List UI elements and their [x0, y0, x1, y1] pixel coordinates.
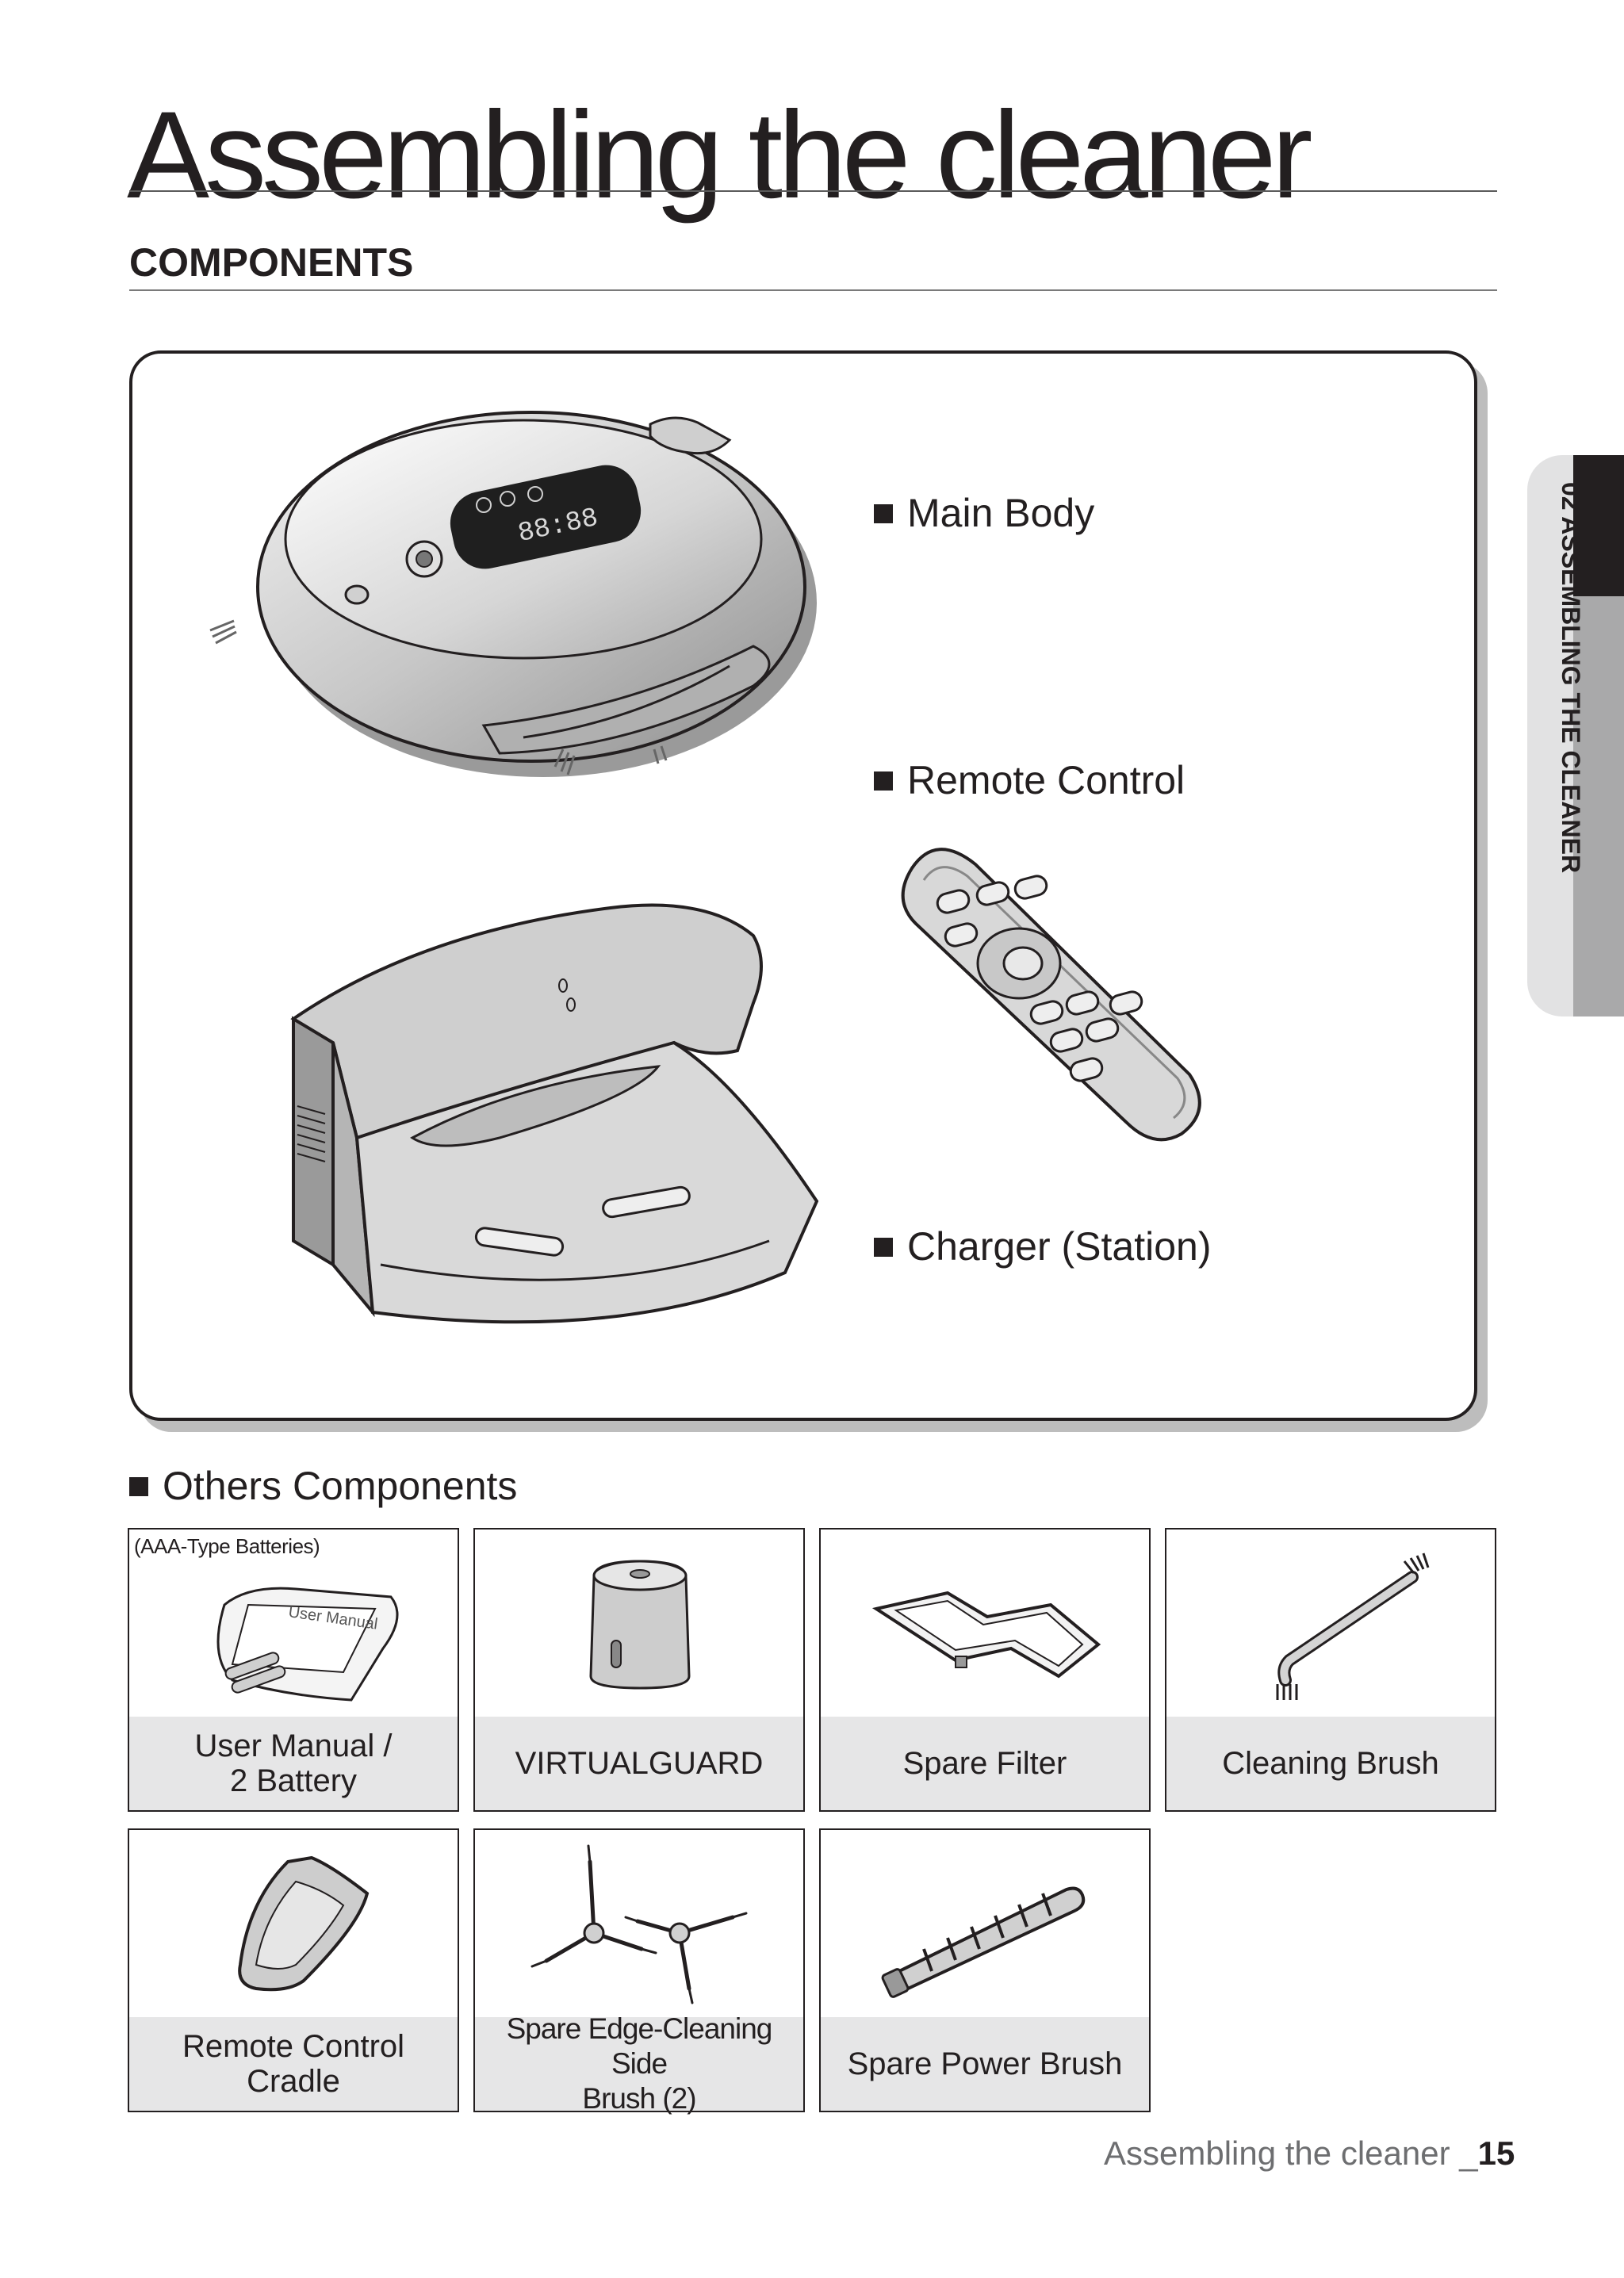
item-spare-power-brush: Spare Power Brush	[819, 1828, 1151, 2112]
item-virtualguard: VIRTUALGUARD	[473, 1528, 805, 1812]
item-spare-filter: Spare Filter	[819, 1528, 1151, 1812]
battery-type-note: (AAA-Type Batteries)	[134, 1534, 320, 1558]
side-brush-bristles	[209, 619, 668, 775]
bullet-icon	[874, 1238, 893, 1257]
section-title: COMPONENTS	[129, 240, 414, 285]
virtualguard-illustration	[589, 1560, 691, 1690]
remote-cradle-illustration	[238, 1855, 370, 1992]
page-title: Assembling the cleaner	[127, 86, 1313, 224]
side-brush-illustration	[530, 1844, 748, 2004]
charger-station-label: Charger (Station)	[874, 1223, 1212, 1269]
main-body-label: Main Body	[874, 490, 1094, 536]
item-remote-control-cradle: Remote Control Cradle	[128, 1828, 459, 2112]
user-manual-illustration: User Manual	[216, 1587, 399, 1702]
remote-center-button	[1002, 946, 1044, 981]
item-cleaning-brush: Cleaning Brush	[1165, 1528, 1496, 1812]
item-user-manual-battery: (AAA-Type Batteries) User Manual User Ma…	[128, 1528, 459, 1812]
charger-station-illustration	[290, 903, 819, 1324]
remote-control-illustration	[901, 848, 1201, 1142]
item-caption: Cleaning Brush	[1166, 1717, 1495, 1810]
spare-filter-illustration	[871, 1591, 1101, 1679]
cleaning-brush-illustration	[1276, 1552, 1430, 1700]
robot-display-panel	[450, 465, 642, 569]
robot-sensor	[649, 416, 732, 455]
item-caption: VIRTUALGUARD	[475, 1717, 803, 1810]
page-footer: Assembling the cleaner _15	[1104, 2134, 1515, 2172]
bullet-icon	[129, 1477, 148, 1496]
power-brush-illustration	[881, 1886, 1086, 1998]
item-caption: Remote Control Cradle	[129, 2017, 458, 2111]
remote-control-label: Remote Control	[874, 757, 1185, 803]
page-number: 15	[1477, 2134, 1515, 2172]
bullet-icon	[874, 771, 893, 791]
bullet-icon	[874, 504, 893, 523]
item-spare-side-brush: Spare Edge-Cleaning Side Brush (2)	[473, 1828, 805, 2115]
chapter-tab-band	[1573, 596, 1624, 1016]
main-body-illustration: 88:88	[209, 411, 817, 777]
others-components-heading: Others Components	[129, 1463, 517, 1509]
title-rule	[129, 190, 1497, 192]
item-caption: User Manual / 2 Battery	[129, 1717, 458, 1810]
item-caption: Spare Power Brush	[821, 2017, 1149, 2111]
chapter-tab-marker	[1573, 455, 1624, 596]
chapter-tab-label: 02 ASSEMBLING THE CLEANER	[1557, 482, 1585, 874]
charger-back	[290, 903, 763, 1140]
item-caption: Spare Edge-Cleaning Side Brush (2)	[475, 2012, 803, 2115]
item-caption: Spare Filter	[821, 1717, 1149, 1810]
remote-body	[901, 848, 1201, 1142]
section-rule	[129, 289, 1497, 291]
